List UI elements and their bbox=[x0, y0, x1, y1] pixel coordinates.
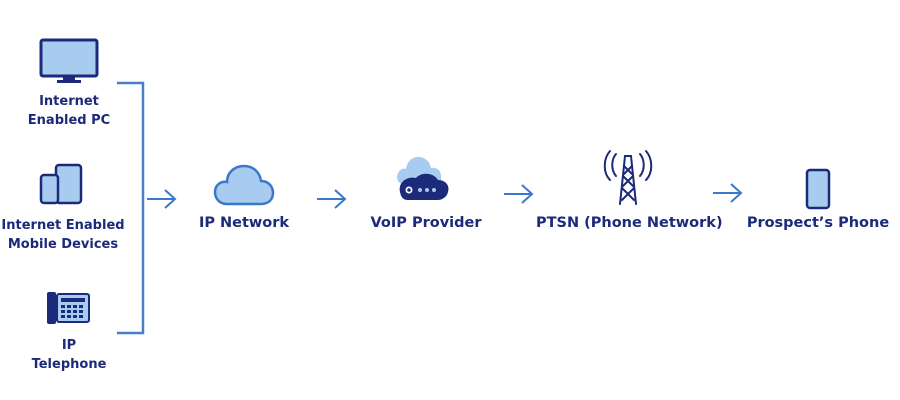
arrow-to-prospect-phone bbox=[713, 183, 743, 203]
mobile-devices-icon bbox=[39, 163, 83, 205]
monitor-icon bbox=[39, 38, 99, 83]
smartphone-icon bbox=[805, 168, 831, 210]
source-bracket bbox=[117, 81, 145, 335]
arrow-to-voip-provider bbox=[317, 189, 347, 209]
cloud-server-icon bbox=[397, 156, 449, 200]
arrow-to-ptsn bbox=[504, 184, 534, 204]
prospect-phone-label: Prospect’s Phone bbox=[746, 215, 890, 231]
arrow-to-ip-network bbox=[147, 189, 177, 209]
cloud-icon bbox=[213, 164, 275, 206]
source-mobile-label: Internet Enabled Mobile Devices bbox=[1, 218, 125, 252]
source-telephone-label: IP Telephone bbox=[31, 338, 107, 372]
ip-network-label: IP Network bbox=[198, 215, 290, 231]
desk-phone-icon bbox=[47, 292, 90, 324]
cell-tower-icon bbox=[603, 150, 653, 205]
ptsn-label: PTSN (Phone Network) bbox=[536, 215, 723, 231]
voip-provider-label: VoIP Provider bbox=[370, 215, 482, 231]
source-pc-label: Internet Enabled PC bbox=[27, 94, 111, 128]
